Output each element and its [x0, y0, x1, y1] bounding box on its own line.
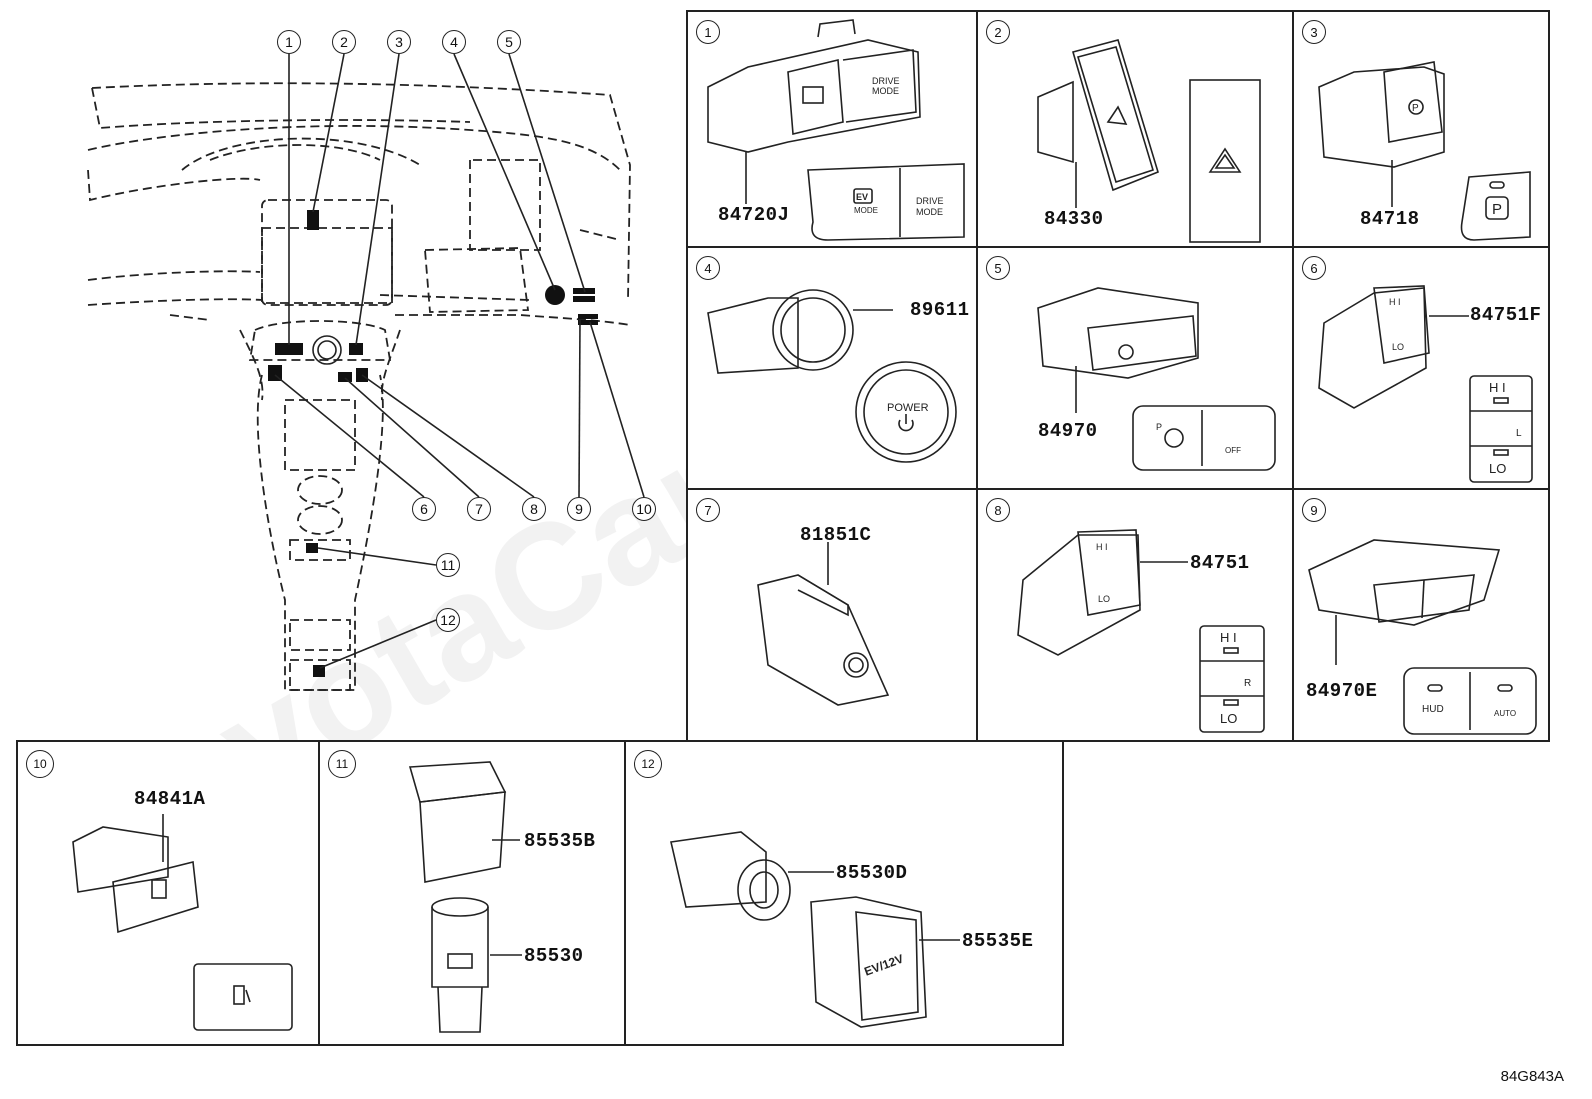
lo-label-2: LO — [1489, 461, 1506, 476]
hi-label-2: H I — [1489, 380, 1506, 395]
overview-callout-9: 9 — [567, 497, 591, 521]
overview-callout-1: 1 — [277, 30, 301, 54]
fuel-lid-switch-drawing — [72, 814, 293, 1031]
part-number: 84751 — [1190, 552, 1250, 574]
panel-power-outlet-assembly: 12 EV/12V 85530D 85535E — [624, 740, 1064, 1046]
overview-callout-12: 12 — [436, 608, 460, 632]
overview-callout-10: 10 — [632, 497, 656, 521]
panel-number: 4 — [696, 256, 720, 280]
panel-ev-drive-mode-switch: 1 DRIVE MODE EV MODE DRIVE MODE 84720J — [686, 10, 978, 248]
overview-callout-5: 5 — [497, 30, 521, 54]
panel-number: 6 — [1302, 256, 1326, 280]
panel-lamp-assembly: 7 81851C — [686, 488, 978, 742]
panel-seat-heater-switch-l: 6 H I LO H I L LO 84751F — [1292, 246, 1550, 490]
part-number: 84720J — [718, 204, 790, 226]
part-number: 81851C — [800, 524, 872, 546]
seat-heater-switch-r-drawing: H I LO H I R LO — [1017, 529, 1265, 733]
drawing-code: 84G843A — [1500, 1068, 1564, 1085]
part-number-b: 85535E — [962, 930, 1034, 952]
hud-label: HUD — [1422, 704, 1444, 715]
svg-text:EV/12V: EV/12V — [862, 952, 905, 979]
auto-label: AUTO — [1494, 709, 1516, 718]
p-label: P — [1156, 422, 1162, 432]
panel-number: 2 — [986, 20, 1010, 44]
seat-heater-switch-l-drawing: H I LO H I L LO — [1318, 285, 1533, 483]
part-number: 84841A — [134, 788, 206, 810]
panel-number: 1 — [696, 20, 720, 44]
ev-drive-mode-switch-drawing: DRIVE MODE EV MODE DRIVE MODE — [707, 19, 965, 241]
panel-number: 7 — [696, 498, 720, 522]
power-label: POWER — [887, 402, 929, 414]
drive-label: DRIVE — [872, 76, 900, 86]
ev-label: EV — [856, 192, 868, 202]
part-number-b: 85530 — [524, 945, 584, 967]
overview-callout-8: 8 — [522, 497, 546, 521]
panel-number: 10 — [26, 750, 54, 778]
side-label: L — [1516, 428, 1522, 439]
ev-mode-label: MODE — [854, 206, 878, 215]
panel-hazard-switch: 2 84330 — [976, 10, 1294, 248]
panel-number: 3 — [1302, 20, 1326, 44]
overview-callout-2: 2 — [332, 30, 356, 54]
panel-fuel-lid-switch: 10 84841A — [16, 740, 320, 1046]
dashboard-overview-diagram — [87, 53, 645, 691]
overview-callout-4: 4 — [442, 30, 466, 54]
power-outlet-socket-drawing — [408, 761, 522, 1033]
panel-parking-switch: 3 P P 84718 — [1292, 10, 1550, 248]
overview-callout-6: 6 — [412, 497, 436, 521]
panel-hud-switch: 9 HUD AUTO 84970E — [1292, 488, 1550, 742]
part-number: 84718 — [1360, 208, 1420, 230]
panel-number: 5 — [986, 256, 1010, 280]
part-number: 84970E — [1306, 680, 1378, 702]
part-number: 84330 — [1044, 208, 1104, 230]
hazard-switch-drawing — [1037, 39, 1261, 243]
overview-callout-11: 11 — [436, 553, 460, 577]
part-number: 89611 — [910, 299, 970, 321]
hud-switch-drawing: HUD AUTO — [1308, 539, 1537, 735]
hi-label: H I — [1096, 542, 1108, 552]
steering-heater-switch-drawing: P OFF — [1037, 287, 1276, 471]
overview-callout-7: 7 — [467, 497, 491, 521]
parking-switch-drawing: P P — [1318, 61, 1531, 241]
panel-number: 12 — [634, 750, 662, 778]
drive-label-2: DRIVE — [916, 196, 944, 206]
panel-seat-heater-switch-r: 8 H I LO H I R LO 84751 — [976, 488, 1294, 742]
hi-label-2: H I — [1220, 630, 1237, 645]
part-number: 84970 — [1038, 420, 1098, 442]
lo-label: LO — [1392, 342, 1404, 352]
power-outlet-assembly-drawing: EV/12V — [670, 831, 960, 1028]
panel-number: 8 — [986, 498, 1010, 522]
part-number-a: 85530D — [836, 862, 908, 884]
side-label: R — [1244, 678, 1251, 689]
drive-mode-label: MODE — [872, 86, 899, 96]
drive-mode-label-2: MODE — [916, 207, 943, 217]
panel-steering-heater-switch: 5 P OFF 84970 — [976, 246, 1294, 490]
panel-number: 9 — [1302, 498, 1326, 522]
part-number-a: 85535B — [524, 830, 596, 852]
part-number: 84751F — [1470, 304, 1542, 326]
power-switch-drawing: POWER — [707, 289, 957, 463]
overview-callout-3: 3 — [387, 30, 411, 54]
hi-label: H I — [1389, 297, 1401, 307]
off-label: OFF — [1225, 446, 1241, 455]
lo-label-2: LO — [1220, 711, 1237, 726]
lo-label: LO — [1098, 594, 1110, 604]
panel-power-switch: 4 POWER 89611 — [686, 246, 978, 490]
p-label: P — [1412, 103, 1419, 114]
lamp-assembly-drawing — [757, 542, 890, 706]
panel-power-outlet-socket: 11 85535B 85530 — [318, 740, 626, 1046]
panel-number: 11 — [328, 750, 356, 778]
p-label-2: P — [1492, 201, 1502, 218]
